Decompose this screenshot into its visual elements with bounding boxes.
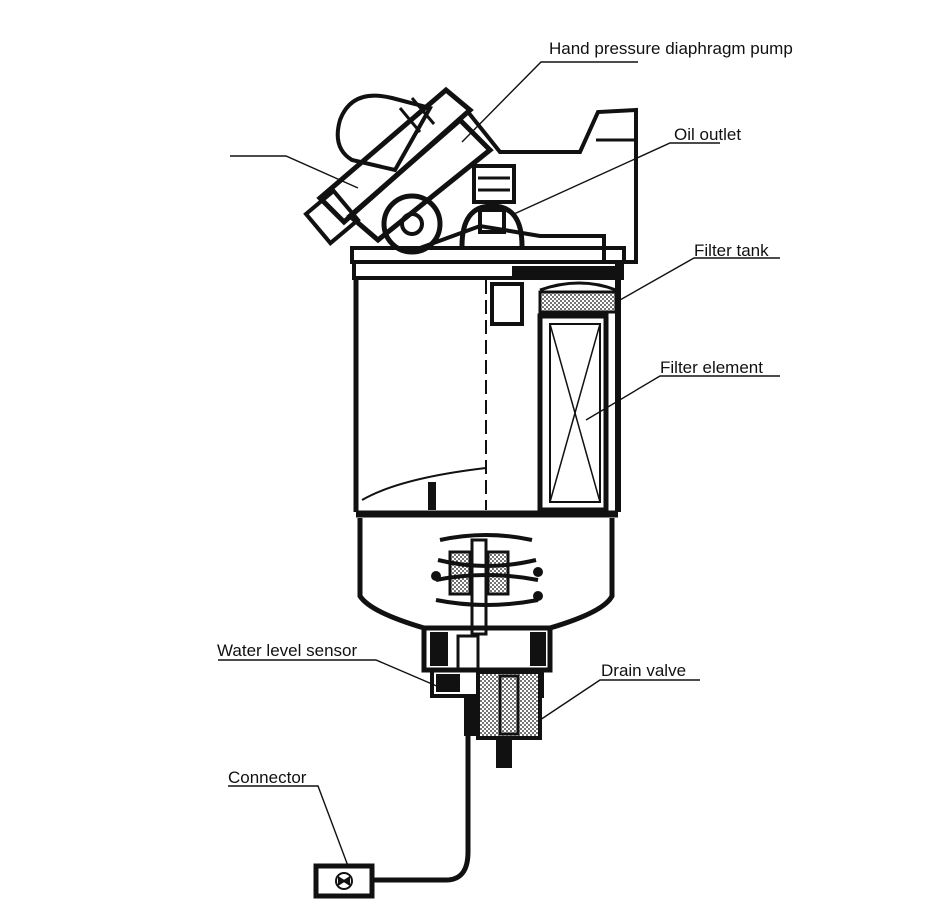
labels: Hand pressure diaphragm pump Oil outlet …: [217, 39, 793, 787]
connector: [313, 863, 375, 899]
hand-pressure-diaphragm-pump: [303, 86, 638, 264]
label-filter-tank: Filter tank: [694, 241, 769, 260]
label-filter-element: Filter element: [660, 358, 763, 377]
leader-filter-tank: [619, 257, 780, 301]
leader-connector: [228, 785, 349, 867]
water-level-sensor: [372, 696, 476, 883]
label-oil-outlet: Oil outlet: [674, 125, 741, 144]
filter-tank: [353, 262, 621, 518]
leader-pump: [461, 61, 638, 143]
leader-left: [230, 155, 359, 189]
label-hand-pressure-diaphragm-pump: Hand pressure diaphragm pump: [549, 39, 793, 58]
leader-drain-valve: [539, 679, 700, 721]
label-drain-valve: Drain valve: [601, 661, 686, 680]
head-flange: [350, 246, 626, 280]
drain-valve: [476, 670, 542, 768]
leader-filter-element: [585, 375, 780, 421]
label-water-level-sensor: Water level sensor: [217, 641, 357, 660]
leader-lines: [218, 61, 780, 867]
leader-oil-outlet: [513, 142, 720, 215]
leader-water-sensor: [218, 659, 447, 691]
water-collecting-bowl: [357, 518, 615, 636]
filter-element: [537, 313, 609, 513]
label-connector: Connector: [228, 768, 307, 787]
